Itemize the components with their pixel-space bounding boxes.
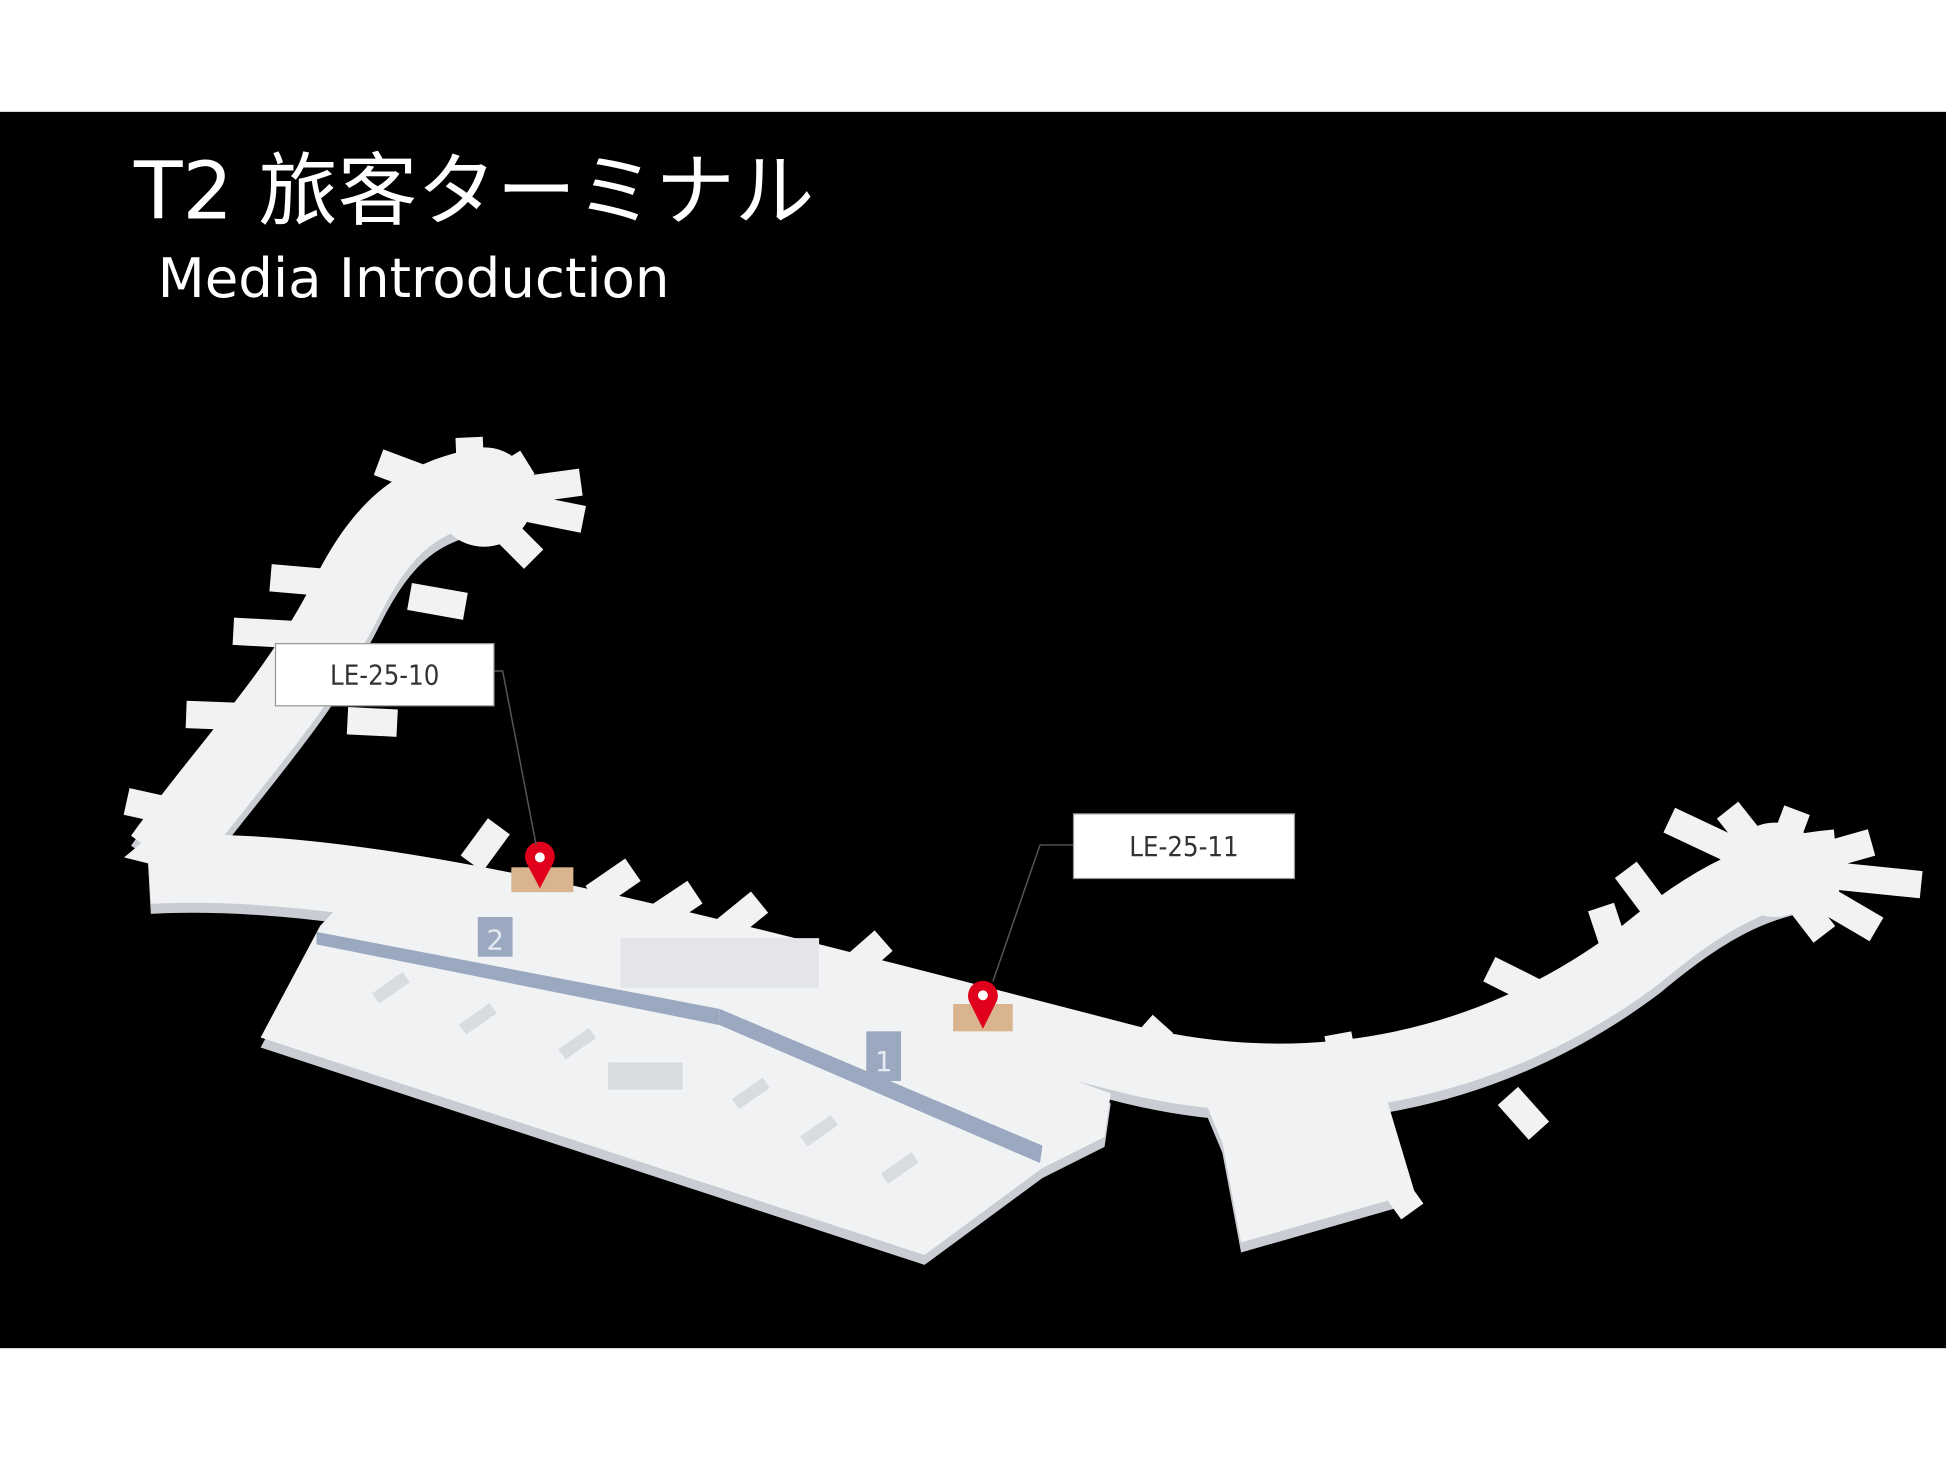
- callout-le-25-11[interactable]: LE-25-11: [1072, 813, 1296, 880]
- zone-1-number: 1: [875, 1047, 892, 1078]
- callout-le-25-10[interactable]: LE-25-10: [274, 643, 495, 707]
- terminal-building: 2 1: [123, 436, 1923, 1265]
- media-spot-le-25-11[interactable]: [953, 980, 1013, 1032]
- leader-line-le-25-11: [992, 844, 1074, 982]
- checkin-islands: [372, 938, 919, 1184]
- belt-2: [316, 931, 720, 1026]
- callout-label: LE-25-11: [1129, 832, 1238, 863]
- media-spot-le-25-10[interactable]: [511, 841, 574, 893]
- slide-subtitle: Media Introduction: [158, 246, 670, 310]
- slide-title: T2 旅客ターミナル: [133, 145, 814, 238]
- zone-1-marker: [866, 1031, 902, 1082]
- callout-label: LE-25-10: [330, 661, 439, 692]
- belt-1: [719, 1008, 1043, 1164]
- leader-line-le-25-10: [493, 670, 537, 846]
- location-pin-icon: [524, 841, 555, 889]
- zone-2-marker: [477, 917, 513, 957]
- zone-2-number: 2: [487, 925, 504, 956]
- location-pin-icon: [968, 980, 998, 1029]
